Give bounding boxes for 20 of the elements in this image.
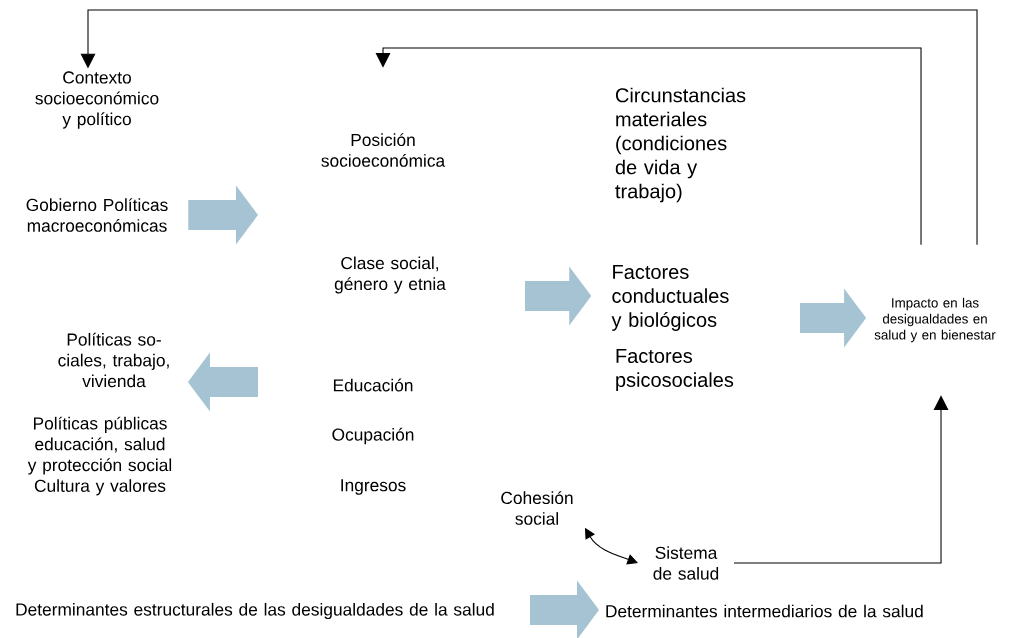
text-label: Cohesión social [501,491,573,525]
text-label: Políticas so- ciales, trabajo, vivienda [58,332,169,388]
text-label: Factores psicosociales [616,349,734,391]
arrow [80,9,978,246]
text-label: Circunstancias materiales (condiciones de vida y trabajo) [615,87,746,203]
arrow [375,47,922,246]
text-label: Determinantes estructurales de las desigualdades de la salud [16,602,494,620]
text-label: Clase social, género y etnia [334,256,446,294]
text-label: Sistema de salud [653,546,719,580]
arrow [733,395,949,564]
text-label: Contexto socioeconómico y político [35,71,159,129]
text-label: Posición socioeconómica [321,133,446,167]
text-label: Factores conductuales y biológicos [611,265,729,331]
text-label: Ocupación [332,427,414,445]
text-label: Ingresos [341,479,406,495]
text-label: Políticas públicas educación, salud y protección social Cultura y valores [27,416,172,496]
text-label: Determinantes intermediarios de la salud [606,604,923,618]
text-label: Gobierno Políticas macroeconómicas [26,198,168,232]
text-label: Educación [333,378,413,392]
text-label: Impacto en las desigualdades en salud y en bienestar [874,297,996,343]
